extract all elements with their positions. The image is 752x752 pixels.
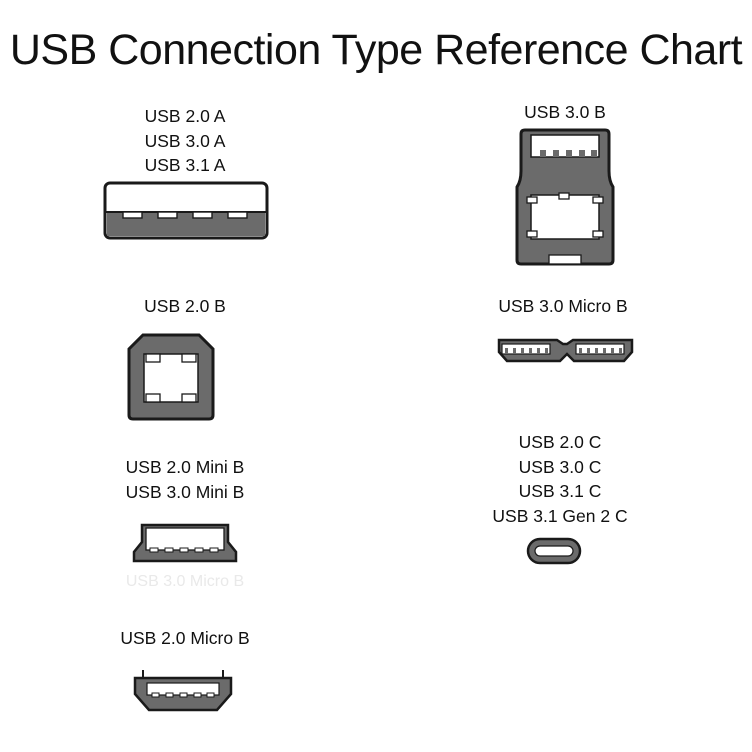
page-title: USB Connection Type Reference Chart xyxy=(9,26,743,74)
usb2-b-label: USB 2.0 B xyxy=(85,294,285,319)
usb3-micro-b-label: USB 3.0 Micro B xyxy=(453,294,673,319)
usb-a-line-2: USB 3.0 A xyxy=(144,130,226,151)
usb3-b-connector-icon xyxy=(515,128,615,266)
usb-c-connector-icon xyxy=(526,537,582,565)
usb-a-line-1: USB 2.0 A xyxy=(144,106,226,126)
mini-b-line-1: USB 2.0 Mini B xyxy=(125,457,245,477)
mini-b-connector-icon xyxy=(132,523,238,563)
usb3-b-label: USB 3.0 B xyxy=(465,100,665,125)
usb-a-line-3: USB 3.1 A xyxy=(144,155,226,175)
watermark-text: USB 3.0 Micro B xyxy=(125,573,245,590)
usb-a-label: USB 2.0 A USB 3.0 A USB 3.1 A xyxy=(85,104,285,178)
usb3-micro-b-connector-icon xyxy=(497,338,634,363)
mini-b-label: USB 2.0 Mini B USB 3.0 Mini B xyxy=(85,455,285,504)
usb-a-connector-icon xyxy=(103,181,269,240)
usb2-b-connector-icon xyxy=(127,333,215,421)
usb-c-line-4: USB 3.1 Gen 2 C xyxy=(492,505,628,526)
usb2-b-line-1: USB 2.0 B xyxy=(144,296,226,316)
micro-b-connector-icon xyxy=(133,670,233,712)
micro-b-label: USB 2.0 Micro B xyxy=(75,626,295,651)
usb-c-line-3: USB 3.1 C xyxy=(518,481,602,501)
usb-c-line-2: USB 3.0 C xyxy=(518,456,602,477)
usb3-micro-b-line-1: USB 3.0 Micro B xyxy=(498,296,628,316)
usb-c-line-1: USB 2.0 C xyxy=(518,432,602,452)
mini-b-line-2: USB 3.0 Mini B xyxy=(125,481,245,502)
usb-c-label: USB 2.0 C USB 3.0 C USB 3.1 C USB 3.1 Ge… xyxy=(455,430,665,528)
micro-b-line-1: USB 2.0 Micro B xyxy=(120,628,250,648)
usb3-b-line-1: USB 3.0 B xyxy=(524,102,606,122)
